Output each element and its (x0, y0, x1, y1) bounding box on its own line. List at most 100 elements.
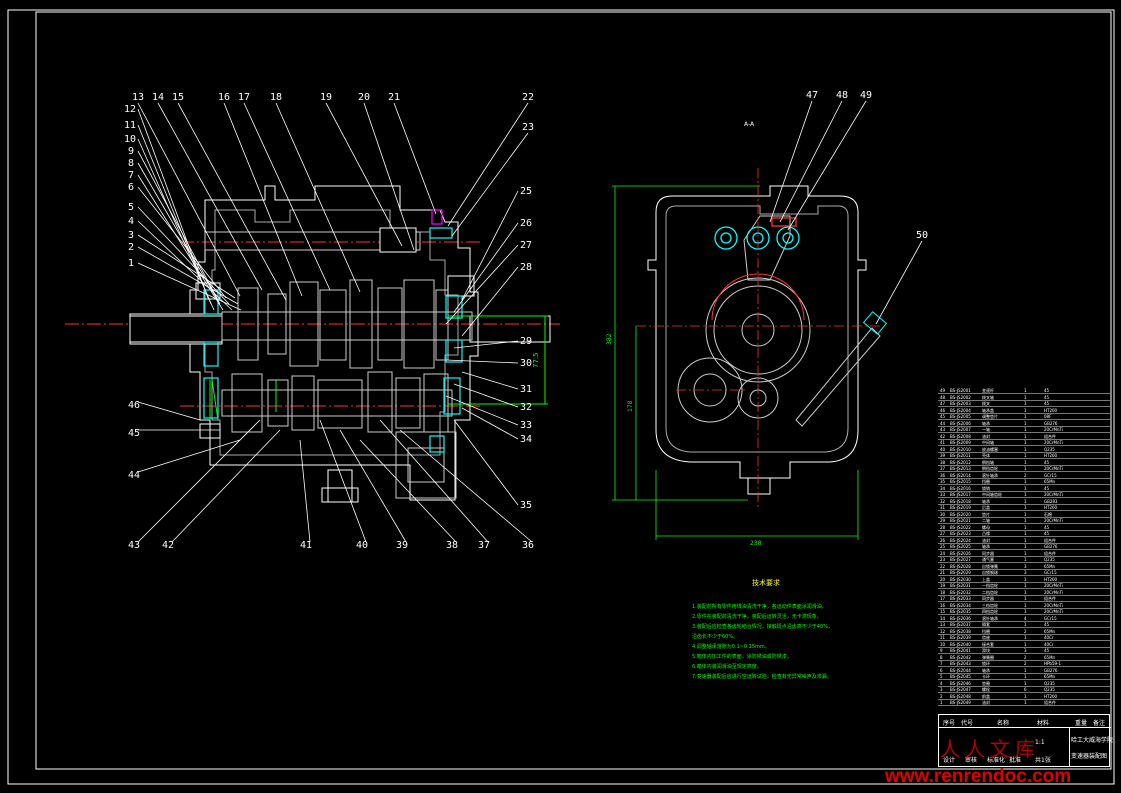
side-leaders (769, 100, 923, 325)
leader-3 (137, 234, 236, 299)
bom-cell: 65Mn (1044, 654, 1056, 660)
outer-frame (7, 9, 1115, 785)
leader-39 (339, 429, 407, 543)
bom-cell: 壳体 (982, 453, 990, 458)
bom-cell: 20CrMnTi (1044, 589, 1063, 595)
bom-cell: BS-JS2038 (950, 628, 971, 634)
bom-cell: 1 (1024, 674, 1027, 679)
bom-cell: 油封 (982, 537, 990, 543)
leader-12 (137, 108, 209, 299)
technical-note-line: 沿齿长不少于60%。 (692, 634, 739, 640)
bom-cell: 7 (940, 661, 943, 666)
bom-cell: BS-JS2043 (950, 661, 971, 666)
technical-note-line: 6.箱体内装润滑油至规定高度。 (692, 664, 762, 670)
sheet-count: 共1张 (1035, 757, 1051, 764)
bom-cell: BS-JS2004 (950, 407, 971, 413)
bom-cell: 垫圈 (982, 680, 990, 686)
part-number-23: 23 (522, 122, 534, 133)
designer-label: 设计 (943, 757, 956, 764)
part-number-17: 17 (238, 92, 250, 103)
part-number-14: 14 (152, 92, 164, 103)
bom-cell: GB283 (1044, 498, 1058, 504)
bom-cell: BS-JS2014 (950, 472, 971, 478)
bom-cell: 8 (940, 654, 943, 660)
bom-cell: 上盖 (982, 576, 990, 582)
part-number-9: 9 (128, 146, 134, 157)
bom-cell: 28 (940, 524, 946, 530)
dim-height-text: 382 (606, 333, 613, 345)
leader-26 (453, 222, 519, 313)
bom-cell: 1 (1024, 641, 1027, 647)
bom-cell: BS-JS2022 (950, 524, 971, 530)
bom-cell: 锁环 (982, 661, 990, 666)
bom-cell: 1 (1024, 583, 1027, 588)
bom-cell: GB276 (1044, 667, 1058, 673)
technical-note-line: 3.装配后应检查各齿轮啮合情况，接触斑点沿齿高不少于40%， (692, 624, 833, 630)
bom-cell: BS-JS2048 (950, 693, 971, 699)
bom-cell: 40 (940, 446, 946, 452)
part-number-39: 39 (396, 540, 408, 551)
bom-cell: 轴承 (982, 420, 990, 426)
bom-cell: 锁销 (982, 485, 990, 491)
bom-cell: BS-JS2037 (950, 622, 971, 627)
leader-17 (243, 102, 331, 291)
bom-cell: BS-JS2047 (950, 687, 971, 692)
bom-cell: 6 (940, 667, 943, 673)
bom-cell: 45 (1044, 485, 1050, 491)
part-number-27: 27 (520, 240, 532, 251)
bom-cell: 1 (1024, 453, 1027, 458)
leader-31 (461, 371, 519, 390)
bom-cell: 拨叉 (982, 401, 990, 406)
part-number-30: 30 (520, 358, 532, 369)
bom-cell: Q235 (1044, 557, 1055, 562)
side-view-centerlines (636, 168, 880, 510)
bom-cell: BS-JS2003 (950, 401, 971, 406)
technical-note-line: 1.装配前所有零件用煤油清洗干净，各运动件表面涂润滑油。 (692, 604, 827, 610)
dim-center-text: 77.5 (532, 352, 540, 368)
part-number-11: 11 (124, 120, 136, 131)
bom-cell: BS-JS2042 (950, 654, 971, 660)
part-number-12: 12 (124, 104, 136, 115)
bom-cell: BS-JS2045 (950, 674, 971, 679)
bom-cell: 35 (940, 479, 946, 484)
bom-cell: 3 (940, 687, 943, 692)
technical-note-line: 4.调整轴承游隙为0.1~0.15mm。 (692, 644, 770, 650)
bom-cell: 1 (1024, 479, 1027, 484)
bom-cell: 变速杆 (982, 388, 994, 393)
bom-cell: 1 (1024, 576, 1027, 582)
bom-cell: HT200 (1044, 505, 1058, 510)
bom-cell: 20CrMnTi (1044, 492, 1063, 497)
bom-cell: BS-JS2029 (950, 570, 971, 575)
leader-46 (137, 401, 201, 421)
bom-cell: 1 (1024, 505, 1027, 510)
bom-cell: 后盖 (982, 505, 990, 510)
bom-cell: 1 (1024, 414, 1027, 419)
part-number-50: 50 (916, 230, 928, 241)
bom-cell: 65Mn (1044, 479, 1056, 484)
leader-30 (445, 359, 519, 364)
bom-cell: GCr15 (1044, 570, 1057, 575)
part-number-10: 10 (124, 134, 136, 145)
bom-cell: 45 (1044, 388, 1050, 393)
part-number-25: 25 (520, 186, 532, 197)
bom-cell: 挡圈 (982, 479, 990, 484)
leader-40 (319, 419, 367, 543)
bom-cell: Q235 (1044, 680, 1055, 686)
bom-cell: GCr15 (1044, 615, 1057, 621)
bom-cell: HT200 (1044, 693, 1058, 699)
title-block: 序号 代号 名称 材料 重量 备注 哈工大威海学院 变速器装配图 1:1 共1张… (938, 714, 1113, 767)
